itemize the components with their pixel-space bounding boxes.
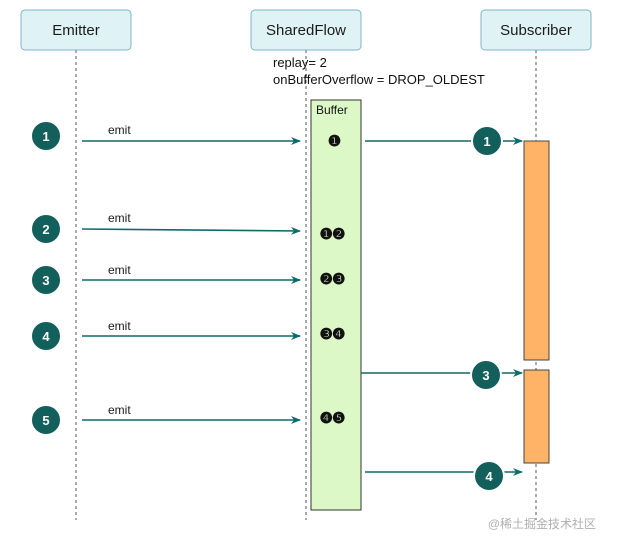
emit-badge-1: 1 [30, 120, 62, 152]
emit-label-2: emit [108, 211, 131, 225]
buffer-state-2: ❶❷ [320, 226, 345, 243]
subscriber-label: Subscriber [500, 22, 572, 39]
deliver-badge-1: 1 [471, 125, 503, 157]
overflow-config: onBufferOverflow = DROP_OLDEST [273, 72, 485, 87]
emit-badge-5: 5 [30, 404, 62, 436]
replay-config: replay= 2 [273, 55, 327, 70]
emit-label-3: emit [108, 263, 131, 277]
buffer-state-1: ❶ [328, 133, 341, 150]
svg-text:4: 4 [42, 329, 50, 344]
sharedflow-participant[interactable]: SharedFlow [250, 9, 362, 51]
emitter-label: Emitter [52, 22, 100, 39]
emit-label-4: emit [108, 319, 131, 333]
emit-badge-4: 4 [30, 320, 62, 352]
svg-text:1: 1 [483, 134, 490, 149]
buffer-state-3: ❷❸ [320, 271, 345, 288]
watermark: @稀土掘金技术社区 [488, 516, 596, 531]
deliver-badge-4: 4 [473, 460, 505, 492]
emitter-participant[interactable]: Emitter [20, 9, 132, 51]
svg-text:2: 2 [42, 222, 49, 237]
buffer-state-4: ❸❹ [320, 326, 345, 343]
svg-text:5: 5 [42, 413, 49, 428]
buffer-box [310, 99, 362, 511]
emit-badge-2: 2 [30, 213, 62, 245]
buffer-state-5: ❹❺ [320, 410, 345, 427]
svg-text:3: 3 [42, 273, 49, 288]
emit-label-5: emit [108, 403, 131, 417]
deliver-badge-3: 3 [470, 359, 502, 391]
svg-text:1: 1 [42, 129, 49, 144]
buffer-label: Buffer [316, 103, 348, 117]
subscriber-participant[interactable]: Subscriber [480, 9, 592, 51]
subscriber-activation-1 [523, 140, 550, 361]
emit-label-1: emit [108, 123, 131, 137]
svg-text:3: 3 [482, 368, 489, 383]
subscriber-activation-2 [523, 369, 550, 464]
emit-arrow-2 [81, 226, 301, 235]
sharedflow-label: SharedFlow [266, 22, 346, 39]
svg-text:4: 4 [485, 469, 493, 484]
emit-badge-3: 3 [30, 264, 62, 296]
